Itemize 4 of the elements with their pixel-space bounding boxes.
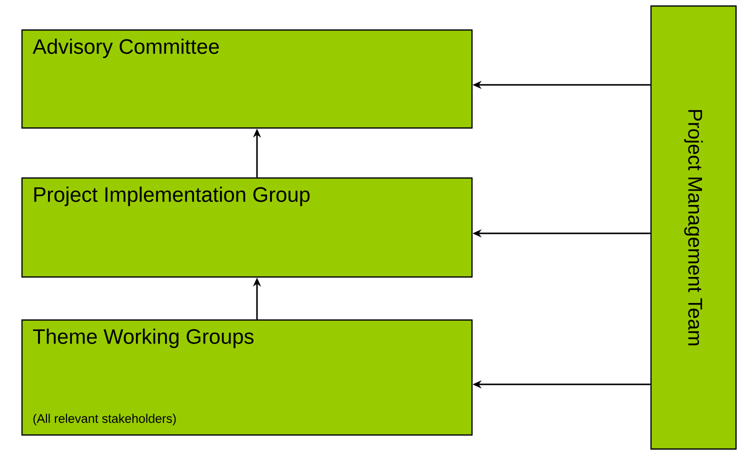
process-box: Theme Working Groups (All relevant stakeholders) [21,319,473,436]
process-box: Project Management Team [650,5,737,450]
process-box: Advisory Committee [21,29,473,129]
process-box: Project Implementation Group [21,177,473,278]
